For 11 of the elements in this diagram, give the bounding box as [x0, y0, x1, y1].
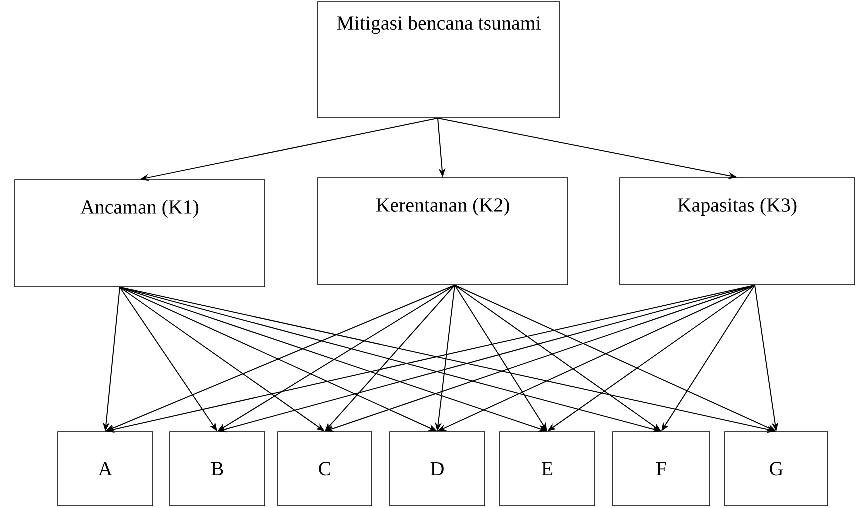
alternative-box: A: [58, 432, 154, 506]
alternative-box: G: [724, 432, 828, 506]
criteria-box: Kapasitas (K3): [620, 178, 856, 286]
alternative-box: D: [390, 432, 486, 506]
goal-box: Mitigasi bencana tsunami: [318, 2, 560, 118]
criteria-box: Ancaman (K1): [14, 180, 266, 288]
alternative-box: B: [170, 432, 266, 506]
alternative-box: F: [612, 432, 710, 506]
criteria-box: Kerentanan (K2): [318, 178, 568, 286]
alternative-box: C: [278, 432, 372, 506]
alternative-box: E: [500, 432, 596, 506]
